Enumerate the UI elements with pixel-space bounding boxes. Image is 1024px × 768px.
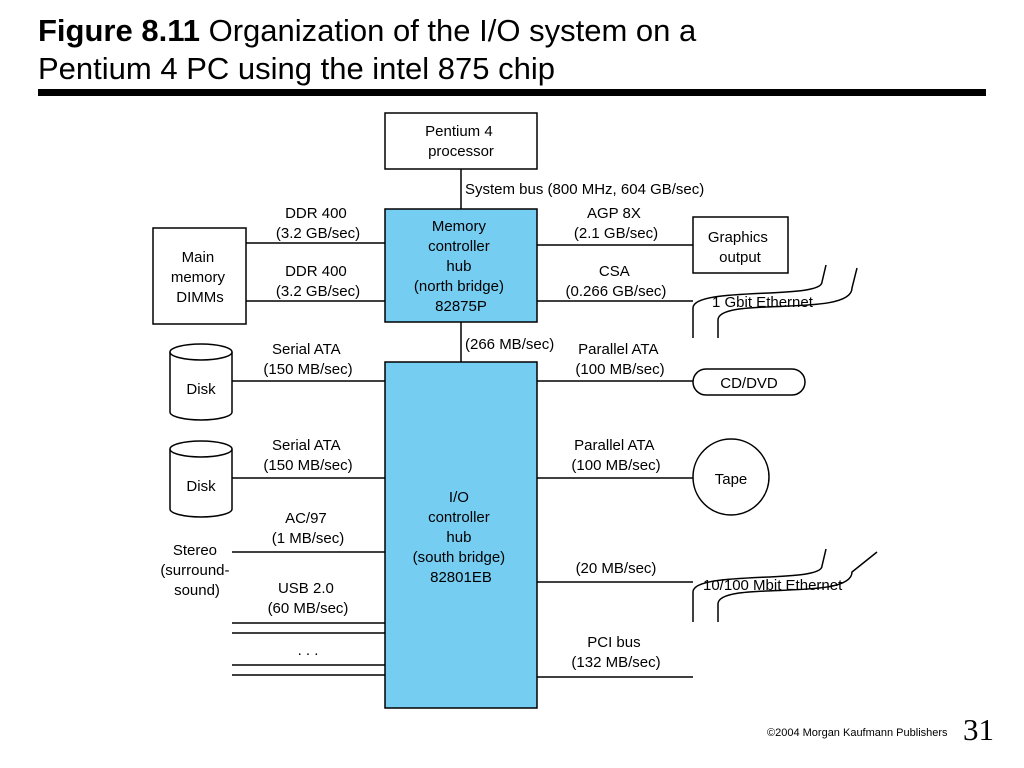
- cpu-box: [384, 112, 538, 170]
- hub-link-label: (266 MB/sec): [465, 336, 554, 353]
- lan-cable-2: [717, 551, 878, 622]
- disk-1-icon: [169, 343, 233, 421]
- page-number: 31: [963, 712, 994, 747]
- pata-b-label: Parallel ATA (100 MB/sec): [571, 437, 660, 474]
- agp-label: AGP 8X (2.1 GB/sec): [574, 205, 658, 242]
- lan-cable-1: [692, 548, 827, 622]
- disk-2-icon: [169, 440, 233, 518]
- system-bus-label: System bus (800 MHz, 604 GB/sec): [465, 181, 704, 198]
- gbe-cable-1: [692, 264, 827, 338]
- title-rule: [38, 89, 986, 96]
- ich-label: I/O controller hub (south bridge) 82801E…: [413, 489, 510, 586]
- ac97-label: AC/97 (1 MB/sec): [272, 510, 345, 547]
- ethernet100-label: 10/100 Mbit Ethernet: [703, 577, 843, 594]
- disk-1-label: Disk: [186, 381, 216, 398]
- lan-label: (20 MB/sec): [576, 560, 657, 577]
- graphics-box: [692, 216, 789, 274]
- slide-title: Figure 8.11 Organization of the I/O syst…: [38, 12, 978, 88]
- gbe-label: 1 Gbit Ethernet: [712, 294, 814, 311]
- pci-label: PCI bus (132 MB/sec): [571, 634, 660, 671]
- sata-a-label: Serial ATA (150 MB/sec): [263, 341, 352, 378]
- mch-box: [384, 208, 538, 323]
- stereo-label: Stereo (surround- sound): [160, 542, 233, 599]
- title-line-2: Pentium 4 PC using the intel 875 chip: [38, 51, 555, 86]
- tape-label: Tape: [715, 471, 748, 488]
- gbe-cable-2: [717, 267, 858, 338]
- tape-shape: [692, 438, 770, 516]
- ddr-b-label: DDR 400 (3.2 GB/sec): [276, 263, 360, 300]
- sata-b-label: Serial ATA (150 MB/sec): [263, 437, 352, 474]
- memory-label: Main memory DIMMs: [171, 249, 229, 306]
- graphics-label: Graphics output: [708, 229, 772, 266]
- cpu-label: Pentium 4 processor: [425, 123, 497, 160]
- cddvd-shape: [692, 368, 806, 396]
- pata-a-label: Parallel ATA (100 MB/sec): [575, 341, 664, 378]
- mch-label: Memory controller hub (north bridge) 828…: [414, 218, 508, 315]
- ethernet-cables: [692, 264, 878, 622]
- copyright-footer: ©2004 Morgan Kaufmann Publishers: [767, 727, 948, 739]
- csa-label: CSA (0.266 GB/sec): [566, 263, 667, 300]
- connection-lines: [232, 169, 693, 678]
- figure-number: Figure 8.11: [38, 13, 200, 48]
- dots-label: . . .: [298, 642, 319, 659]
- ich-box: [384, 361, 538, 709]
- ddr-a-label: DDR 400 (3.2 GB/sec): [276, 205, 360, 242]
- memory-box: [152, 227, 247, 325]
- title-line-1: Organization of the I/O system on a: [199, 13, 697, 48]
- disk-2-label: Disk: [186, 478, 216, 495]
- usb-label: USB 2.0 (60 MB/sec): [268, 580, 349, 617]
- cddvd-label: CD/DVD: [720, 375, 778, 392]
